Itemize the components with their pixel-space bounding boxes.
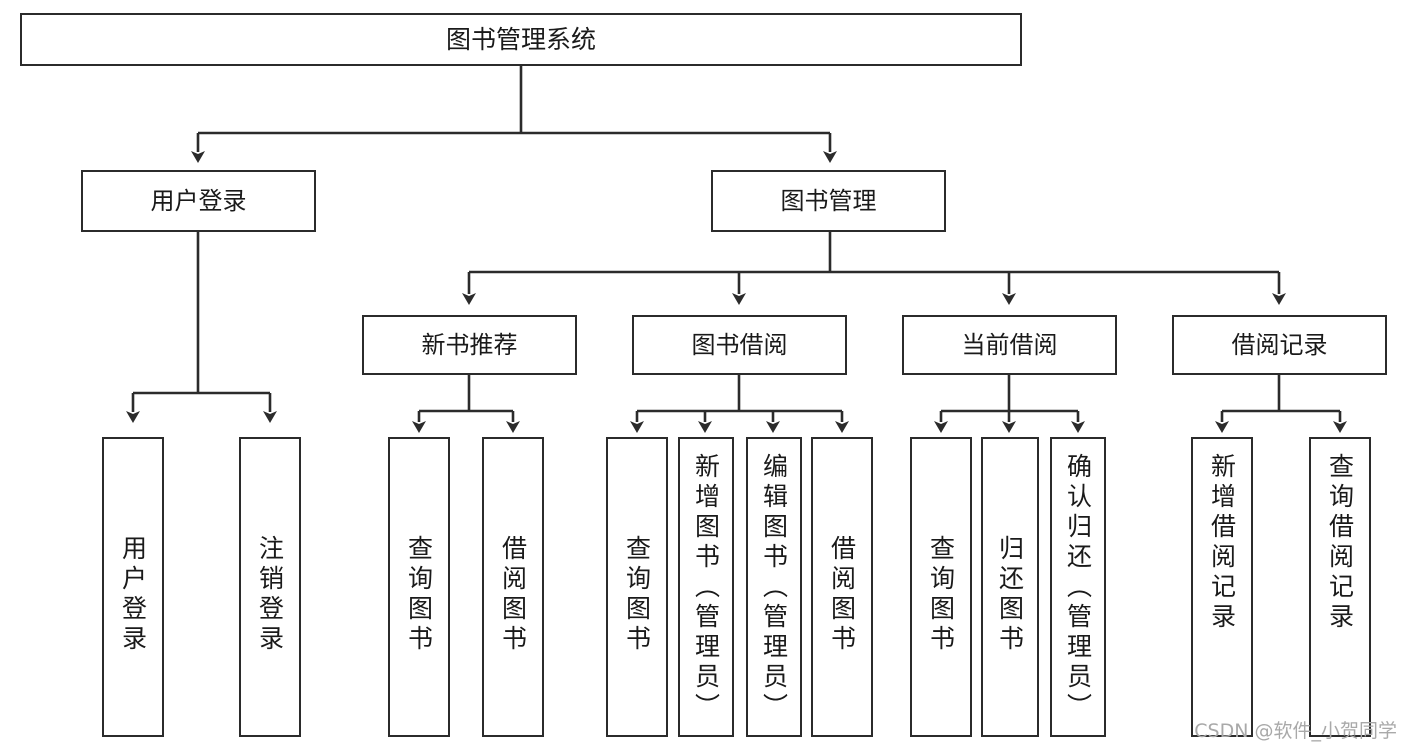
node-root-label: 图书管理系统 — [445, 24, 596, 54]
node-borrow-record-label: 借阅记录 — [1231, 330, 1328, 359]
leaf-borrow-record-add-record[interactable]: 新增借阅记录 — [1191, 437, 1253, 737]
leaf-label: 新增图书（管理员） — [691, 453, 721, 723]
leaf-label: 确认归还（管理员） — [1063, 453, 1093, 723]
leaf-label: 归还图书 — [995, 535, 1025, 655]
leaf-label: 借阅图书 — [827, 535, 857, 655]
node-new-book-recommend[interactable]: 新书推荐 — [362, 315, 577, 375]
node-book-borrow-label: 图书借阅 — [691, 330, 788, 359]
leaf-book-borrow-add-book-admin[interactable]: 新增图书（管理员） — [678, 437, 734, 737]
leaf-current-borrow-return-books[interactable]: 归还图书 — [981, 437, 1039, 737]
node-new-book-recommend-label: 新书推荐 — [421, 330, 518, 359]
leaf-new-book-borrow-books[interactable]: 借阅图书 — [482, 437, 544, 737]
leaf-label: 查询图书 — [926, 535, 956, 655]
node-user-login-label: 用户登录 — [150, 186, 247, 215]
node-current-borrow-label: 当前借阅 — [961, 330, 1058, 359]
leaf-label: 借阅图书 — [498, 535, 528, 655]
leaf-user-login-login[interactable]: 用户登录 — [102, 437, 164, 737]
node-book-management-label: 图书管理 — [780, 186, 877, 215]
leaf-label: 查询图书 — [622, 535, 652, 655]
leaf-book-borrow-edit-book-admin[interactable]: 编辑图书（管理员） — [746, 437, 802, 737]
leaf-label: 查询借阅记录 — [1325, 453, 1355, 633]
leaf-book-borrow-query-books[interactable]: 查询图书 — [606, 437, 668, 737]
watermark-text: CSDN @软件_小贺同学 — [1194, 720, 1397, 742]
leaf-new-book-query-books[interactable]: 查询图书 — [388, 437, 450, 737]
node-root-book-management-system[interactable]: 图书管理系统 — [20, 13, 1022, 66]
leaf-current-borrow-query-books[interactable]: 查询图书 — [910, 437, 972, 737]
node-book-management[interactable]: 图书管理 — [711, 170, 946, 232]
node-book-borrow[interactable]: 图书借阅 — [632, 315, 847, 375]
leaf-label: 新增借阅记录 — [1207, 453, 1237, 633]
leaf-label: 查询图书 — [404, 535, 434, 655]
leaf-borrow-record-query-record[interactable]: 查询借阅记录 — [1309, 437, 1371, 737]
node-user-login[interactable]: 用户登录 — [81, 170, 316, 232]
node-current-borrow[interactable]: 当前借阅 — [902, 315, 1117, 375]
leaf-book-borrow-borrow-books[interactable]: 借阅图书 — [811, 437, 873, 737]
leaf-user-login-logout[interactable]: 注销登录 — [239, 437, 301, 737]
leaf-label: 用户登录 — [118, 535, 148, 655]
node-borrow-record[interactable]: 借阅记录 — [1172, 315, 1387, 375]
leaf-label: 编辑图书（管理员） — [759, 453, 789, 723]
leaf-label: 注销登录 — [255, 535, 285, 655]
leaf-current-borrow-confirm-return-admin[interactable]: 确认归还（管理员） — [1050, 437, 1106, 737]
